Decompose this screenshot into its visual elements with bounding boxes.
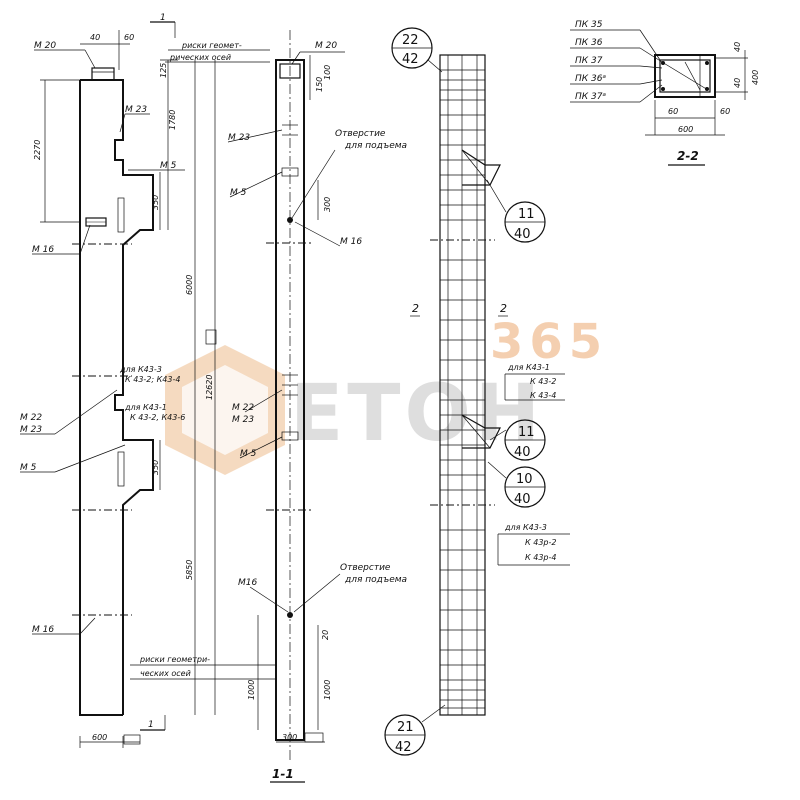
- svg-text:40: 40: [514, 445, 531, 460]
- svg-text:1780: 1780: [168, 110, 177, 130]
- section-1-1-view: М 20 М 23 М 5 М 16 М 22 М 23 М 5 М16 Отв…: [130, 30, 407, 783]
- svg-text:К 43р-2: К 43р-2: [525, 538, 556, 547]
- dim-2270: 2270: [33, 140, 42, 160]
- svg-text:600: 600: [92, 733, 107, 742]
- label-m20: М 20: [34, 41, 56, 51]
- column-type-1: ПК 35: [575, 20, 603, 30]
- svg-text:М 23: М 23: [20, 425, 42, 435]
- svg-text:2: 2: [500, 302, 507, 315]
- column-type-4: ПК 36ᵃ: [575, 74, 606, 84]
- svg-text:11: 11: [518, 207, 535, 222]
- svg-text:21: 21: [397, 720, 414, 735]
- column-type-3: ПК 37: [575, 56, 603, 66]
- svg-text:М 20: М 20: [315, 41, 337, 51]
- svg-text:125: 125: [159, 63, 168, 78]
- svg-text:400: 400: [751, 70, 760, 85]
- svg-text:для К43-3: для К43-3: [504, 523, 547, 532]
- svg-text:350: 350: [151, 460, 160, 475]
- svg-text:для К43-1: для К43-1: [124, 403, 167, 412]
- svg-text:К 43р-4: К 43р-4: [525, 553, 556, 562]
- svg-text:для подъема: для подъема: [344, 141, 407, 151]
- label-otverstie-lower: Отверстие: [340, 563, 391, 573]
- callout-10-40: 10 40: [487, 461, 546, 508]
- svg-text:М 22: М 22: [232, 403, 254, 413]
- svg-text:22: 22: [402, 33, 419, 48]
- section-2-2-label: 2-2: [677, 149, 699, 163]
- svg-text:42: 42: [402, 52, 419, 67]
- svg-text:1000: 1000: [247, 680, 256, 700]
- svg-text:М 23: М 23: [228, 133, 250, 143]
- svg-text:5850: 5850: [185, 560, 194, 580]
- callout-11-40-upper: 11 40: [486, 179, 546, 243]
- svg-text:К 43-2: К 43-2: [530, 377, 556, 386]
- svg-text:150: 150: [315, 77, 324, 92]
- section-2-2: ПК 35 ПК 36 ПК 37 ПК 36ᵃ ПК 37ᵃ 400 40 4…: [570, 20, 760, 166]
- svg-text:для К43-3: для К43-3: [119, 365, 162, 374]
- svg-text:40: 40: [514, 227, 531, 242]
- callout-22-42: 22 42: [391, 27, 443, 73]
- svg-text:6000: 6000: [185, 275, 194, 295]
- cut-mark-bottom: 1: [148, 720, 154, 730]
- svg-text:40: 40: [514, 492, 531, 507]
- svg-text:11: 11: [518, 425, 535, 440]
- svg-text:60: 60: [720, 107, 730, 116]
- reinforcement-view: 2 2 для К43-1 К 43-2 К 43-4 для К43-3 К …: [410, 54, 570, 716]
- svg-text:М 23: М 23: [232, 415, 254, 425]
- svg-text:300: 300: [282, 733, 297, 742]
- label-m22: М 22: [20, 413, 42, 423]
- column-type-2: ПК 36: [575, 38, 603, 48]
- svg-text:М 16: М 16: [340, 237, 362, 247]
- watermark-number: 365: [490, 314, 608, 370]
- svg-text:40: 40: [733, 42, 742, 52]
- svg-text:К 43-2, К43-6: К 43-2, К43-6: [130, 413, 185, 422]
- callout-11-40-lower: 11 40: [489, 419, 546, 461]
- svg-text:60: 60: [668, 107, 678, 116]
- svg-text:2: 2: [412, 302, 419, 315]
- svg-text:для подъема: для подъема: [344, 575, 407, 585]
- column-elevation: 1 1 2270 125 1780 350 6000 12620 5850 35…: [20, 13, 270, 748]
- label-m16-lower: М 16: [32, 625, 54, 635]
- svg-text:350: 350: [151, 195, 160, 210]
- callout-21-42: 21 42: [384, 704, 446, 756]
- label-m16-upper: М 16: [32, 245, 54, 255]
- svg-text:10: 10: [516, 472, 533, 487]
- section-1-1-label: 1-1: [272, 767, 294, 781]
- svg-text:К 43-4: К 43-4: [530, 391, 556, 400]
- svg-text:42: 42: [395, 740, 412, 755]
- svg-text:600: 600: [678, 125, 693, 134]
- label-m23: М 23: [125, 105, 147, 115]
- svg-text:для К43-1: для К43-1: [507, 363, 550, 372]
- watermark-text: ЕТОН: [290, 369, 544, 459]
- label-otverstie-upper: Отверстие: [335, 129, 386, 139]
- svg-text:риски геомет-: риски геомет-: [181, 41, 242, 50]
- svg-text:ческих осей: ческих осей: [140, 669, 191, 678]
- svg-text:М 5: М 5: [20, 463, 37, 473]
- svg-text:20: 20: [321, 630, 330, 640]
- svg-text:100: 100: [323, 65, 332, 80]
- svg-text:риски геометри-: риски геометри-: [139, 655, 210, 664]
- svg-text:1000: 1000: [323, 680, 332, 700]
- svg-text:12620: 12620: [205, 375, 214, 400]
- column-type-5: ПК 37ᵃ: [575, 92, 606, 102]
- svg-text:60: 60: [124, 33, 134, 42]
- svg-text:рических осей: рических осей: [169, 53, 231, 62]
- cut-mark-top: 1: [160, 13, 166, 23]
- svg-text:40: 40: [90, 33, 100, 42]
- svg-text:М16: М16: [238, 578, 257, 588]
- svg-text:К 43-2; К43-4: К 43-2; К43-4: [125, 375, 180, 384]
- label-m5: М 5: [160, 161, 177, 171]
- svg-text:40: 40: [733, 78, 742, 88]
- svg-text:300: 300: [323, 197, 332, 212]
